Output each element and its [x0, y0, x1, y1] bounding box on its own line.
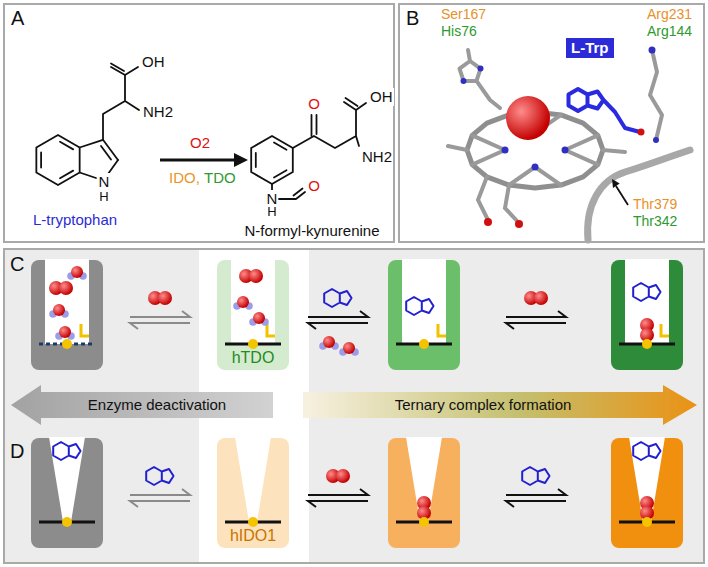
reaction-arrow — [160, 153, 248, 167]
atom-label: OH — [369, 88, 394, 105]
atom-label: H — [266, 205, 277, 220]
enzyme-state: hIDO1 — [217, 438, 289, 548]
ligand-name: L-Trp — [571, 39, 609, 57]
compound-name: N-formyl-kynurenine — [243, 222, 380, 239]
atom-label: H — [98, 190, 109, 205]
process-arrow: Ternary complex formation — [303, 392, 663, 418]
atom-label: N — [98, 173, 111, 190]
heme-structure — [448, 96, 625, 228]
panel-letter: A — [11, 7, 24, 29]
panel-letter: C — [10, 253, 24, 275]
atom-label: NH2 — [142, 103, 174, 120]
compound-name: L-tryptophan — [32, 211, 118, 228]
panel-letter: B — [406, 7, 419, 29]
residue-label: Thr342 — [632, 213, 678, 229]
ligand-tag: L-Trp — [566, 38, 614, 58]
residue-label: His76 — [440, 23, 478, 39]
enzyme-state: hTDO — [217, 260, 289, 370]
process-name: Ternary complex formation — [395, 397, 572, 414]
panel-frame: C DhTDO Enzyme deactivation Ternary complex… — [3, 248, 705, 564]
process-arrow: Enzyme deactivation — [41, 392, 273, 418]
reagent-label: O2 — [189, 134, 211, 151]
panel-frame: A — [3, 3, 395, 243]
atom-label: OH — [141, 53, 166, 70]
enzyme-name: IDO, — [168, 169, 201, 186]
enzyme-name: hTDO — [232, 349, 275, 367]
panel-letter: D — [10, 440, 24, 462]
atom-label: O — [307, 177, 321, 194]
residue-label: Ser167 — [440, 6, 487, 22]
leader-arrow — [612, 179, 628, 205]
residue-label: Arg144 — [646, 23, 693, 39]
residue-sticks — [460, 47, 691, 241]
atom-label: O — [307, 95, 321, 112]
kynurenine-structure — [251, 98, 366, 199]
enzyme-name: TDO — [203, 169, 237, 186]
atom-label: NH2 — [361, 148, 393, 165]
enzyme-name: hIDO1 — [230, 527, 276, 545]
tryptophan-structure — [36, 64, 139, 186]
process-name: Enzyme deactivation — [88, 397, 226, 414]
residue-label: Thr379 — [632, 196, 678, 212]
residue-label: Arg231 — [646, 6, 693, 22]
mechanism-scheme — [3, 248, 705, 564]
